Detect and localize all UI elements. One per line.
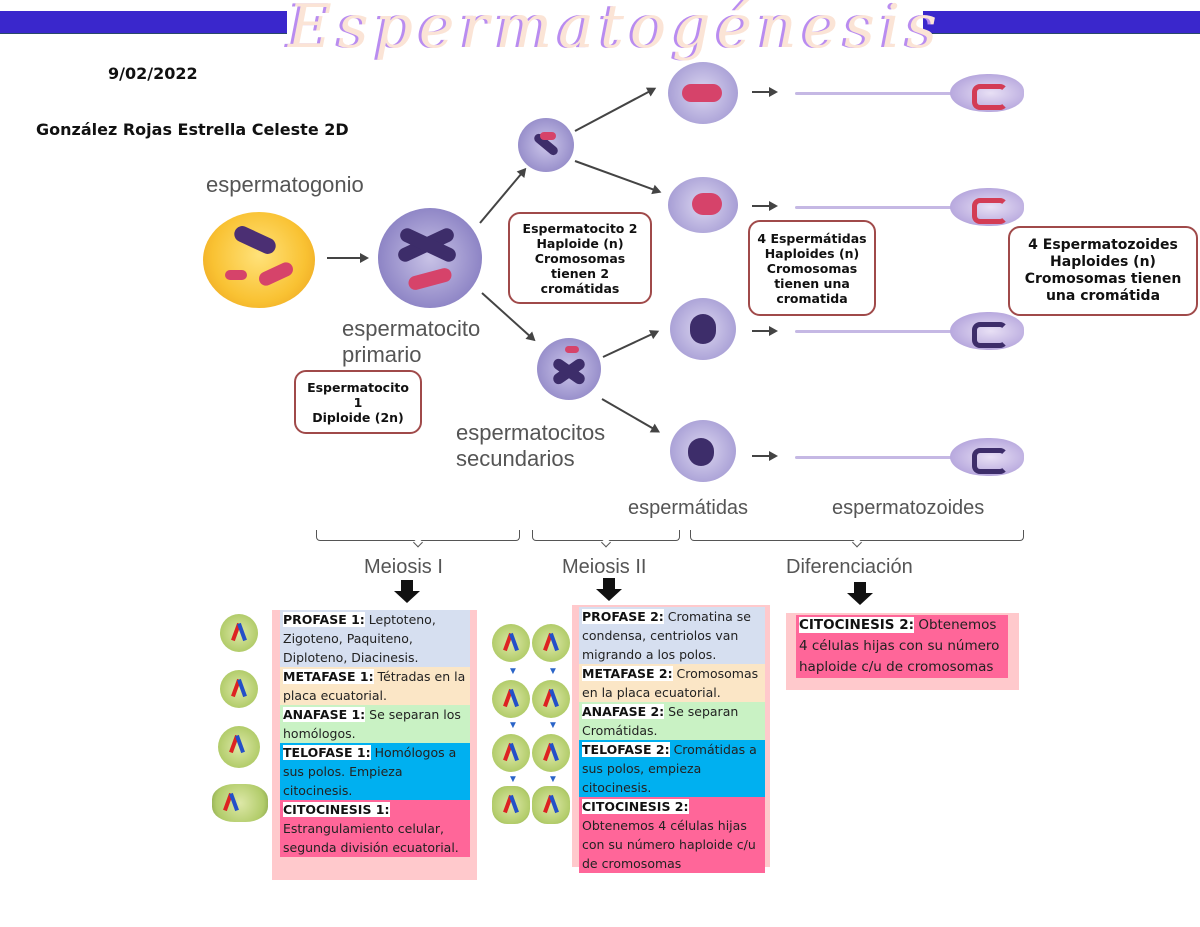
meiosis-1-panel: PROFASE 1: Leptoteno, Zigoteno, Paquiten… [272,610,477,880]
small-arrow-icon: ▼ [548,720,558,731]
small-arrow-icon: ▼ [508,720,518,731]
small-arrow-icon: ▼ [508,666,518,677]
metafase-1-row: METAFASE 1: Tétradas en la placa ecuator… [280,667,470,705]
telofase-2-cell-icon [492,786,530,824]
arrow-icon [601,398,659,433]
page-title: Espermatogénesis [288,0,943,62]
arrow-icon [752,87,778,97]
brace-diferenciacion [690,530,1024,541]
espermatocito-secundario-cell-top [518,118,574,172]
phase-meiosis-2: Meiosis II [562,556,647,578]
brace-meiosis-2 [532,530,680,541]
header-bar-right [923,11,1200,34]
metafase-2-cell-icon [492,680,530,718]
small-arrow-icon: ▼ [548,774,558,785]
box-espermatocito-2: Espermatocito 2 Haploide (n) Cromosomas … [508,212,652,304]
telofase-1-cell-icon [212,784,268,822]
meiosis-2-panel: PROFASE 2: Cromatina se condensa, centri… [572,605,770,873]
metafase-2-cell-icon [532,680,570,718]
anafase-1-cell-icon [218,726,260,768]
diferenciacion-row: CITOCINESIS 2: Obtenemos 4 células hijas… [796,615,1008,678]
anafase-1-row: ANAFASE 1: Se separan los homólogos. [280,705,470,743]
citocinesis-2-row: CITOCINESIS 2: Obtenemos 4 células hijas… [579,797,765,873]
label-espermatocitos-secundarios: espermatocitos secundarios [456,420,606,471]
arrow-icon [602,330,658,358]
espermatocito-secundario-cell-bottom [537,338,601,400]
espermatida-cell-3 [670,298,736,360]
arrow-icon [752,326,778,336]
espermatida-cell-2 [668,177,738,233]
arrow-icon [752,201,778,211]
phase-diferenciacion: Diferenciación [786,556,913,578]
espermatocito-primario-cell [378,208,482,308]
phase-meiosis-1: Meiosis I [364,556,443,578]
telofase-1-row: TELOFASE 1: Homólogos a sus polos. Empie… [280,743,470,800]
profase-2-cell-icon [532,624,570,662]
small-arrow-icon: ▼ [548,666,558,677]
profase-1-row: PROFASE 1: Leptoteno, Zigoteno, Paquiten… [280,610,470,667]
profase-1-cell-icon [220,614,258,652]
arrow-icon [574,160,660,193]
small-arrow-icon: ▼ [508,774,518,785]
citocinesis-1-row: CITOCINESIS 1: Estrangulamiento celular,… [280,800,470,857]
espermatida-cell-4 [670,420,736,482]
brace-meiosis-1 [316,530,520,541]
label-espermatocito-primario: espermatocito primario [342,316,481,367]
metafase-1-cell-icon [220,670,258,708]
date: 9/02/2022 [108,64,198,83]
profase-2-cell-icon [492,624,530,662]
telofase-2-cell-icon [532,786,570,824]
metafase-2-row: METAFASE 2: Cromosomas en la placa ecuat… [579,664,765,702]
header-bar-left [0,11,287,34]
author-name: González Rojas Estrella Celeste 2D [36,120,349,139]
diferenciacion-panel: CITOCINESIS 2: Obtenemos 4 células hijas… [786,613,1019,690]
arrow-icon [752,451,778,461]
label-espermatozoides: espermatozoides [832,497,985,519]
box-espermatocito-1: Espermatocito 1 Diploide (2n) [294,370,422,434]
anafase-2-row: ANAFASE 2: Se separan Cromátidas. [579,702,765,740]
arrow-icon [574,87,655,132]
box-espermatozoides: 4 Espermatozoides Haploides (n) Cromosom… [1008,226,1198,316]
box-espermatidas: 4 Espermátidas Haploides (n) Cromosomas … [748,220,876,316]
label-espermatidas: espermátidas [628,497,749,519]
label-espermatogonio: espermatogonio [206,172,364,197]
espermatida-cell-1 [668,62,738,124]
profase-2-row: PROFASE 2: Cromatina se condensa, centri… [579,607,765,664]
telofase-2-row: TELOFASE 2: Cromátidas a sus polos, empi… [579,740,765,797]
anafase-2-cell-icon [532,734,570,772]
arrow-icon [327,253,369,263]
espermatogonio-cell [203,212,315,308]
anafase-2-cell-icon [492,734,530,772]
